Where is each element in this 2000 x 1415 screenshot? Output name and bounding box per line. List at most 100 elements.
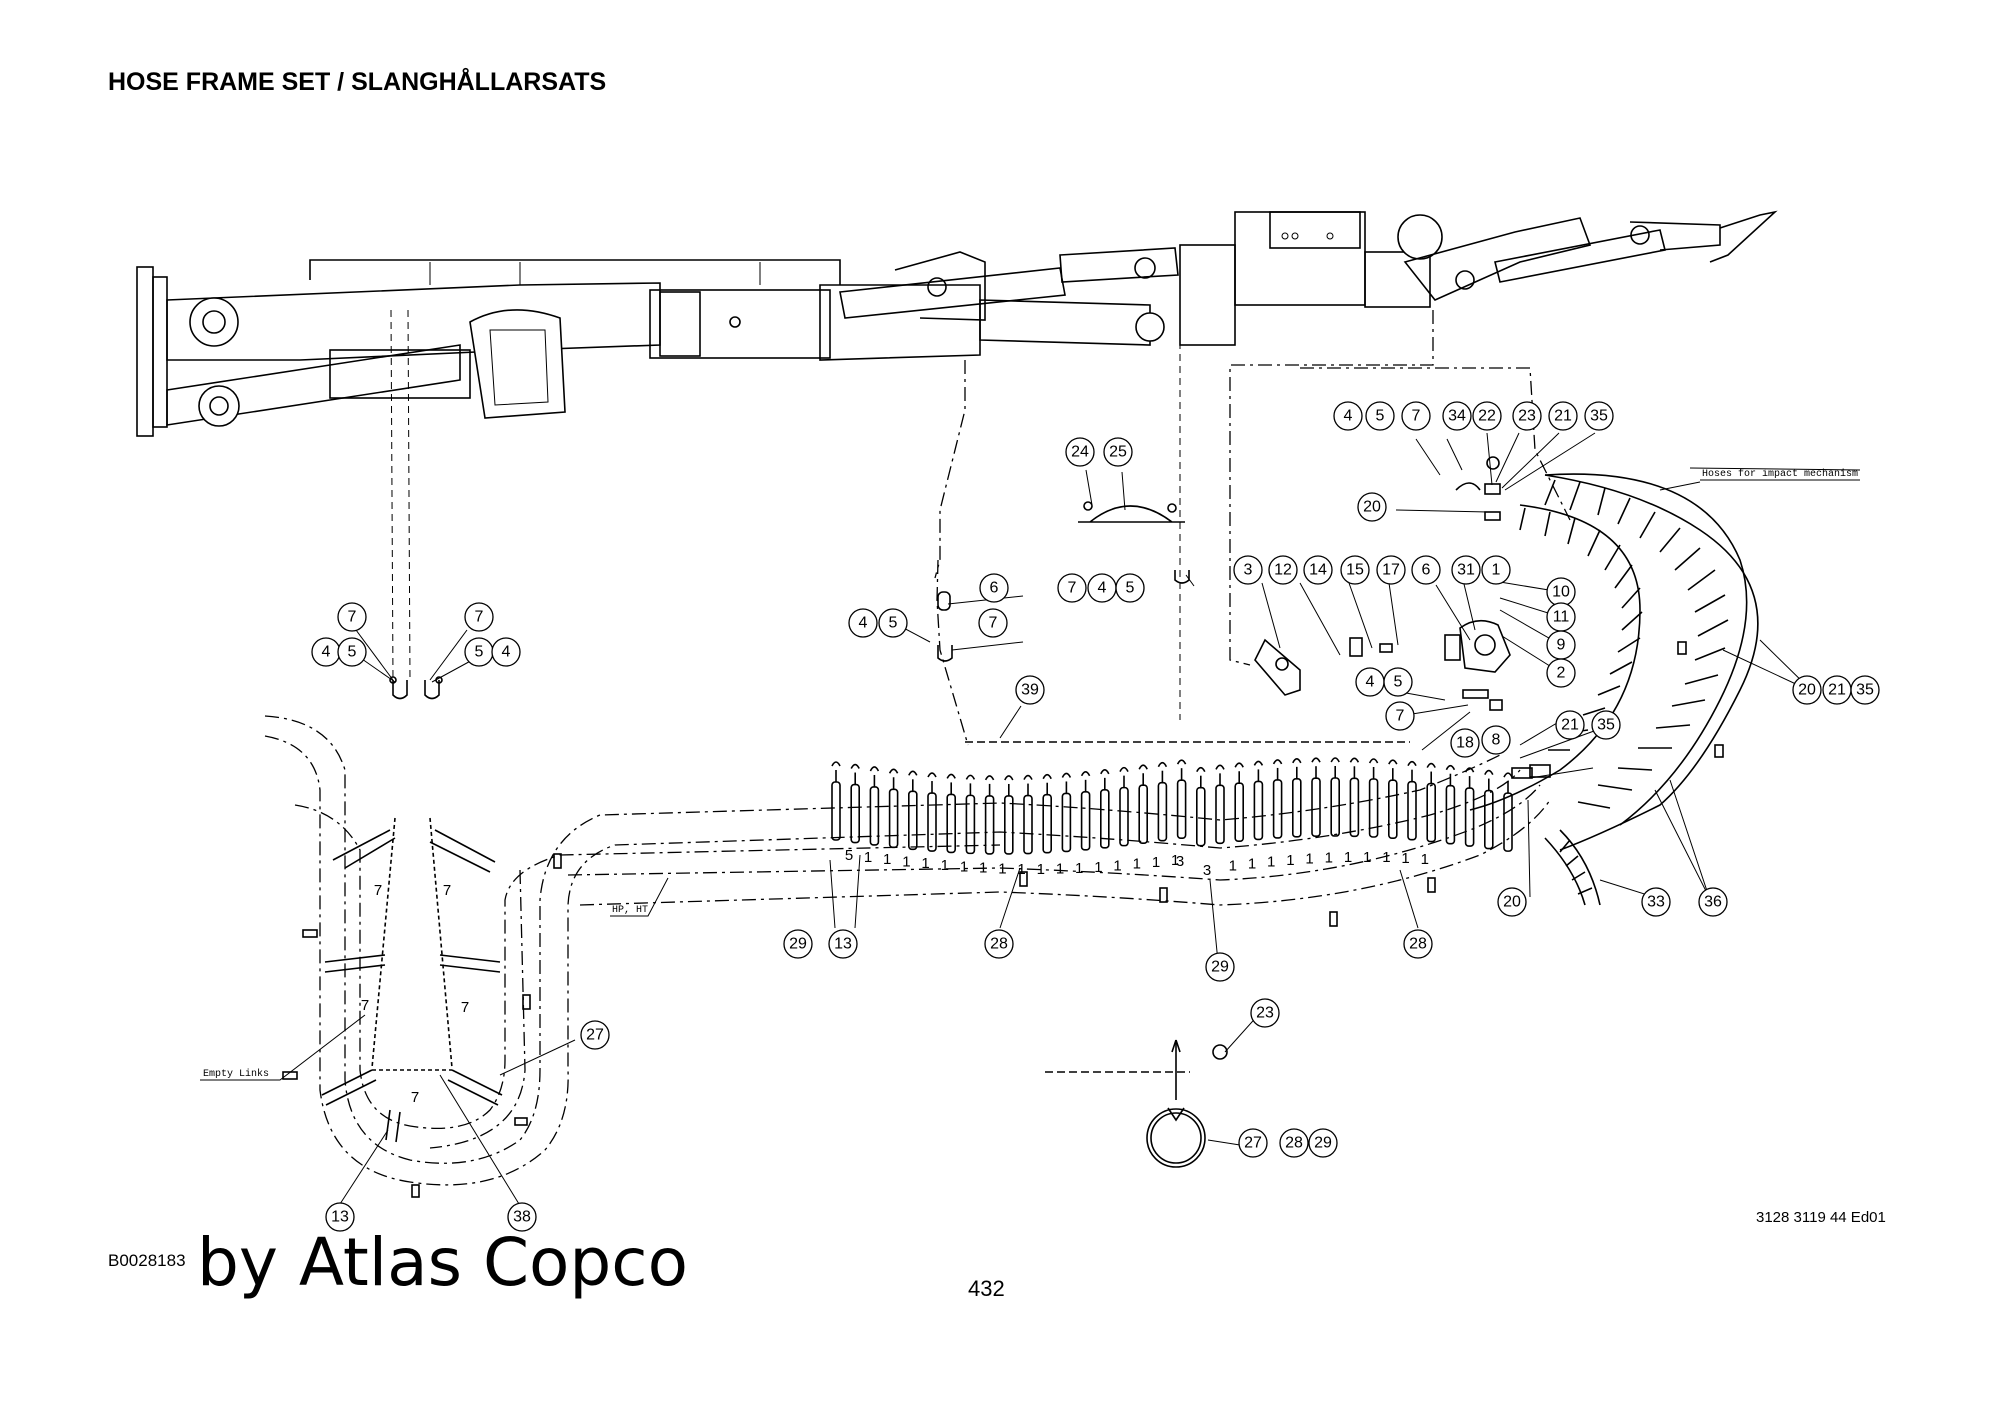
svg-text:17: 17 — [1382, 562, 1400, 579]
svg-text:35: 35 — [1856, 682, 1874, 699]
callout-4: 4 — [1333, 401, 1363, 431]
callout-4: 4 — [848, 608, 878, 638]
callout-1: 1 — [1481, 555, 1511, 585]
hose-holder — [1023, 774, 1033, 855]
svg-text:13: 13 — [331, 1209, 349, 1226]
note-empty-links: Empty Links — [203, 1068, 269, 1080]
hose-holder — [927, 772, 937, 852]
svg-text:12: 12 — [1274, 562, 1292, 579]
mark-1: 1 — [960, 858, 968, 875]
hose-holder — [1157, 761, 1168, 842]
callout-29: 29 — [1205, 952, 1235, 982]
hose-holder — [1042, 773, 1052, 854]
callout-28: 28 — [984, 929, 1014, 959]
callout-7: 7 — [1401, 401, 1431, 431]
svg-text:20: 20 — [1363, 499, 1381, 516]
svg-text:5: 5 — [1394, 674, 1403, 691]
callout-5: 5 — [878, 608, 908, 638]
callout-2: 2 — [1546, 658, 1576, 688]
mark-1: 1 — [1075, 860, 1083, 877]
callout-35: 35 — [1591, 710, 1621, 740]
callout-24: 24 — [1065, 437, 1095, 467]
callout-5: 5 — [464, 637, 494, 667]
callout-25: 25 — [1103, 437, 1133, 467]
mark-1: 1 — [1305, 851, 1313, 868]
callout-5: 5 — [1365, 401, 1395, 431]
hose-holder — [1388, 759, 1398, 839]
mark-3: 3 — [1203, 862, 1211, 879]
callout-20: 20 — [1357, 492, 1387, 522]
callout-35: 35 — [1850, 675, 1880, 705]
svg-text:4: 4 — [1344, 408, 1353, 425]
hose-holder — [831, 761, 841, 841]
hose-holder — [850, 763, 861, 844]
hose-holder — [1003, 775, 1014, 855]
callout-7: 7 — [1057, 573, 1087, 603]
hose-holder — [1407, 760, 1417, 841]
callout-6: 6 — [1411, 555, 1441, 585]
callout-18: 18 — [1450, 728, 1480, 758]
svg-text:29: 29 — [1314, 1135, 1332, 1152]
mark-1: 1 — [1363, 849, 1371, 866]
callout-33: 33 — [1641, 887, 1671, 917]
mark-1: 1 — [1152, 854, 1160, 871]
mark-1: 1 — [1267, 853, 1275, 870]
callout-11: 11 — [1546, 602, 1576, 632]
hose-holder — [965, 774, 976, 855]
callout-27: 27 — [1238, 1128, 1268, 1158]
svg-text:33: 33 — [1647, 894, 1665, 911]
svg-text:38: 38 — [513, 1209, 531, 1226]
svg-text:9: 9 — [1557, 637, 1566, 654]
callout-3: 3 — [1233, 555, 1263, 585]
svg-text:7: 7 — [348, 609, 357, 626]
hose-holder — [1330, 757, 1340, 837]
svg-text:5: 5 — [1376, 408, 1385, 425]
exploded-parts — [389, 456, 1533, 1168]
svg-text:4: 4 — [322, 644, 331, 661]
callout-29: 29 — [783, 929, 813, 959]
mark-1: 1 — [1017, 861, 1025, 878]
callout-21: 21 — [1555, 710, 1585, 740]
callout-4: 4 — [311, 637, 341, 667]
callout-22: 22 — [1472, 401, 1502, 431]
svg-text:5: 5 — [889, 615, 898, 632]
svg-text:34: 34 — [1448, 408, 1466, 425]
callout-23: 23 — [1250, 998, 1280, 1028]
svg-text:35: 35 — [1590, 408, 1608, 425]
callout-6: 6 — [979, 573, 1009, 603]
svg-text:39: 39 — [1021, 682, 1039, 699]
boom-assembly — [136, 210, 1778, 437]
svg-text:20: 20 — [1798, 682, 1816, 699]
svg-text:24: 24 — [1071, 444, 1089, 461]
callout-8: 8 — [1481, 725, 1511, 755]
page-title: HOSE FRAME SET / SLANGHÅLLARSATS — [108, 68, 607, 96]
svg-text:29: 29 — [789, 936, 807, 953]
impact-hoses — [1469, 473, 1759, 906]
callout-36: 36 — [1698, 887, 1728, 917]
chain-left — [321, 817, 503, 1143]
mark-1: 1 — [979, 860, 987, 877]
callout-7: 7 — [978, 608, 1008, 638]
hose-holder — [946, 773, 957, 854]
mark-1: 1 — [1133, 856, 1141, 873]
callout-34: 34 — [1442, 401, 1472, 431]
mark-7: 7 — [411, 1089, 419, 1106]
note-hp-ht: HP, HT — [612, 905, 648, 916]
svg-text:2: 2 — [1557, 665, 1566, 682]
callout-12: 12 — [1268, 555, 1298, 585]
hose-holder — [1368, 758, 1379, 838]
svg-text:23: 23 — [1518, 408, 1536, 425]
callout-28: 28 — [1403, 929, 1433, 959]
callout-20: 20 — [1792, 675, 1822, 705]
callout-17: 17 — [1376, 555, 1406, 585]
callout-15: 15 — [1340, 555, 1370, 585]
mark-1: 1 — [1113, 857, 1121, 874]
callout-9: 9 — [1546, 630, 1576, 660]
svg-text:7: 7 — [1396, 708, 1405, 725]
mark-1: 1 — [1037, 861, 1045, 878]
svg-text:8: 8 — [1492, 732, 1501, 749]
mark-1: 1 — [1382, 849, 1390, 866]
svg-text:36: 36 — [1704, 894, 1722, 911]
callout-7: 7 — [337, 602, 367, 632]
